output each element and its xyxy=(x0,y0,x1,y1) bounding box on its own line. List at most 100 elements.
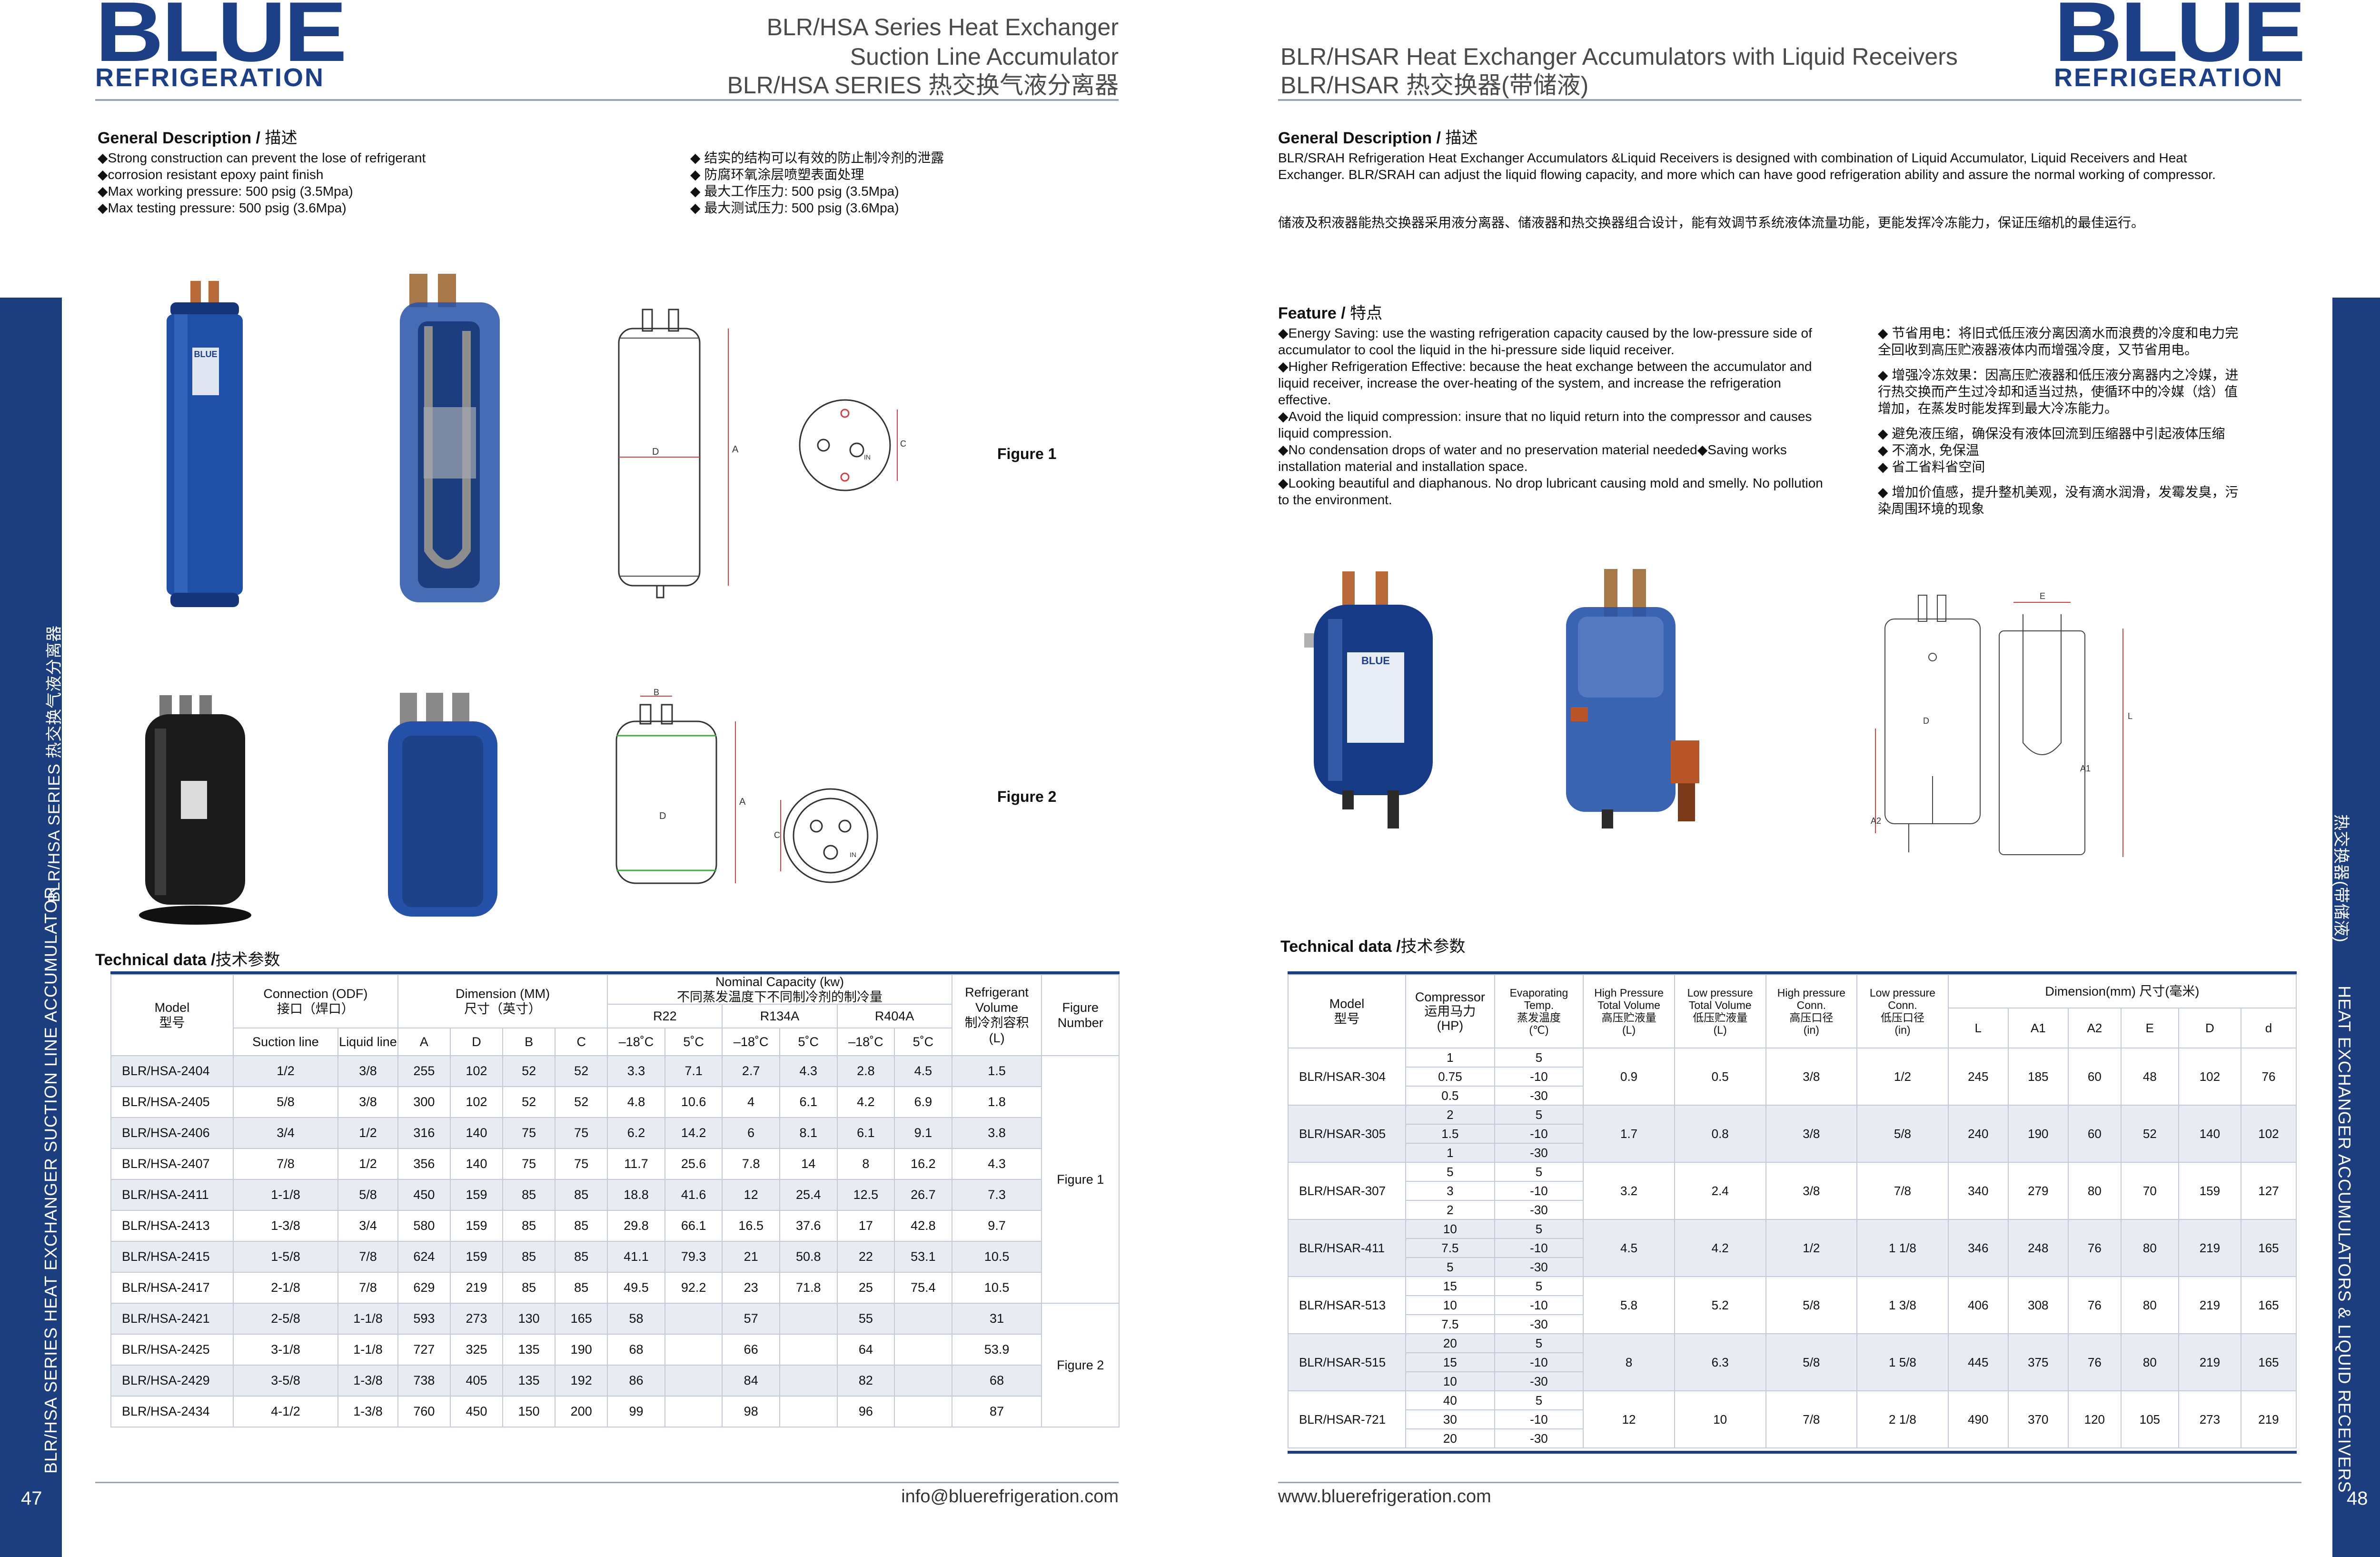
table-cell: 14 xyxy=(779,1148,838,1180)
table-cell: 240 xyxy=(1947,1105,2009,1163)
table-cell: 10.6 xyxy=(664,1086,723,1118)
table-row: 15-10 xyxy=(1288,1352,2296,1372)
table-cell: 12.5 xyxy=(836,1179,895,1211)
table-cell: 165 xyxy=(2240,1333,2297,1391)
table-cell: 445 xyxy=(1947,1333,2009,1391)
model-cell: BLR/HSA-2429 xyxy=(110,1365,234,1397)
table-row: 7.5-30 xyxy=(1288,1314,2296,1334)
table-cell: 64 xyxy=(836,1334,895,1366)
feature-item: ◆ 节省用电：将旧式低压液分离因滴水而浪费的冷度和电力完全回收到高压贮液器液体内… xyxy=(1878,326,2239,357)
evaporating-temp-cell: -10 xyxy=(1494,1295,1584,1315)
table-cell: 2-1/8 xyxy=(232,1272,339,1304)
table-cell: 159 xyxy=(449,1210,504,1242)
right-header-rule xyxy=(1278,99,2301,101)
table-cell: 159 xyxy=(449,1179,504,1211)
table-cell: 85 xyxy=(502,1241,556,1273)
table-cell xyxy=(664,1334,723,1366)
table-cell: 219 xyxy=(2178,1219,2241,1277)
left-tech-title: Technical data /技术参数 xyxy=(95,951,280,969)
table-cell: 70 xyxy=(2120,1162,2179,1220)
model-cell: BLR/HSAR-515 xyxy=(1287,1333,1407,1391)
left-header-line2: Suction Line Accumulator xyxy=(850,43,1119,70)
table-row: 5-30 xyxy=(1288,1257,2296,1277)
model-cell: BLR/HSA-2421 xyxy=(110,1303,234,1335)
table-cell: 12 xyxy=(1583,1390,1675,1448)
compressor-hp-cell: 7.5 xyxy=(1405,1238,1495,1258)
accumulator-photo-black xyxy=(139,695,251,925)
table-cell: 29.8 xyxy=(607,1210,665,1242)
accumulator-photo-tall-blue: BLUE xyxy=(167,281,243,607)
table-cell: 6.9 xyxy=(894,1086,952,1118)
technical-drawing-figure1-side: A D xyxy=(618,309,739,599)
model-cell: BLR/HSA-2407 xyxy=(110,1148,234,1180)
table-cell: 1-1/8 xyxy=(232,1179,339,1211)
compressor-hp-cell: 15 xyxy=(1405,1352,1495,1372)
table-cell: 75.4 xyxy=(894,1272,952,1304)
table-cell: 105 xyxy=(2120,1390,2179,1448)
table-cell: 92.2 xyxy=(664,1272,723,1304)
table-cell: 58 xyxy=(607,1303,665,1335)
table-cell: 80 xyxy=(2120,1333,2179,1391)
model-cell: BLR/HSA-2417 xyxy=(110,1272,234,1304)
table-cell: 7/8 xyxy=(1765,1390,1858,1448)
table-cell: 16.2 xyxy=(894,1148,952,1180)
table-cell: 190 xyxy=(555,1334,608,1366)
receiver-technical-drawing: E L A1 A2 D xyxy=(1871,591,2132,857)
model-cell: BLR/HSA-2406 xyxy=(110,1117,234,1149)
table-cell: 4.5 xyxy=(894,1055,952,1087)
table-cell: 1-1/8 xyxy=(337,1334,398,1366)
table-cell: 17 xyxy=(836,1210,895,1242)
header-temp: 5˚C xyxy=(894,1028,952,1056)
header-suction: Suction line xyxy=(232,1028,339,1056)
header-capacity: Nominal Capacity (kw)不同蒸发温度下不同制冷剂的制冷量 R2… xyxy=(607,974,952,1028)
table-cell: 1/2 xyxy=(337,1117,398,1149)
left-footer-rule xyxy=(95,1482,1119,1483)
table-cell: 3/8 xyxy=(1765,1048,1858,1106)
bullet: ◆Strong construction can prevent the los… xyxy=(98,150,426,165)
table-cell: 80 xyxy=(2120,1276,2179,1334)
header-d-small: d xyxy=(2240,1008,2297,1048)
compressor-hp-cell: 20 xyxy=(1405,1333,1495,1353)
dim-label-e: E xyxy=(2040,591,2045,601)
table-cell xyxy=(779,1303,838,1335)
table-cell: 1-3/8 xyxy=(337,1365,398,1397)
table-cell: 6.2 xyxy=(607,1117,665,1149)
right-general-text-en: BLR/SRAH Refrigeration Heat Exchanger Ac… xyxy=(1278,150,2216,182)
table-cell: 0.8 xyxy=(1674,1105,1766,1163)
table-cell: 2 1/8 xyxy=(1856,1390,1949,1448)
table-cell: 85 xyxy=(555,1272,608,1304)
table-cell: 57 xyxy=(722,1303,780,1335)
table-cell: 150 xyxy=(502,1396,556,1427)
table-cell: 120 xyxy=(2067,1390,2122,1448)
left-table-top-rule xyxy=(110,971,1120,974)
evaporating-temp-cell: -30 xyxy=(1494,1428,1584,1448)
model-cell: BLR/HSAR-721 xyxy=(1287,1390,1407,1448)
table-cell: 5/8 xyxy=(1765,1276,1858,1334)
compressor-hp-cell: 10 xyxy=(1405,1295,1495,1315)
table-cell: 41.1 xyxy=(607,1241,665,1273)
table-cell: 165 xyxy=(2240,1219,2297,1277)
dim-label-c: C xyxy=(774,830,780,840)
table-cell: 76 xyxy=(2067,1333,2122,1391)
table-cell: 3.3 xyxy=(607,1055,665,1087)
table-cell: 2.7 xyxy=(722,1055,780,1087)
table-cell: 219 xyxy=(2240,1390,2297,1448)
feature-item: ◆Looking beautiful and diaphanous. No dr… xyxy=(1278,476,1823,507)
table-cell: 25.6 xyxy=(664,1148,723,1180)
table-cell: 84 xyxy=(722,1365,780,1397)
compressor-hp-cell: 10 xyxy=(1405,1371,1495,1391)
table-cell: 738 xyxy=(397,1365,451,1397)
bullet: ◆corrosion resistant epoxy paint finish xyxy=(98,167,324,182)
dim-label-d: D xyxy=(659,811,666,821)
bullet: ◆ 结实的结构可以有效的防止制冷剂的泄露 xyxy=(690,150,944,165)
header-d: D xyxy=(2178,1008,2241,1048)
evaporating-temp-cell: -30 xyxy=(1494,1143,1584,1163)
table-cell: 219 xyxy=(449,1272,504,1304)
